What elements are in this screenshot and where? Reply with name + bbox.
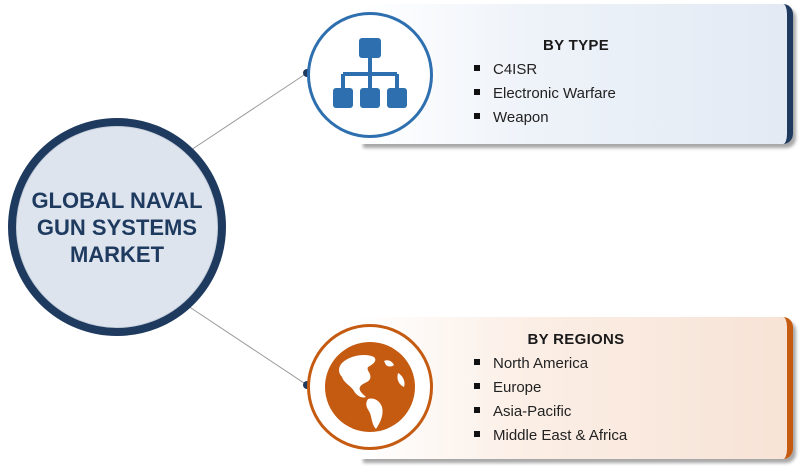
segment-list: C4ISR Electronic Warfare Weapon <box>474 58 616 130</box>
bullet-icon <box>474 407 480 414</box>
center-circle: GLOBAL NAVAL GUN SYSTEMS MARKET <box>8 118 226 336</box>
segment-list: North America Europe Asia-Pacific Middle… <box>474 352 627 448</box>
list-item-label: Electronic Warfare <box>493 85 616 102</box>
list-item-label: Middle East & Africa <box>493 427 628 444</box>
list-item-label: Weapon <box>493 109 549 126</box>
bullet-icon <box>474 359 480 366</box>
bullet-icon <box>474 65 480 72</box>
list-item-label: North America <box>493 355 589 372</box>
list-item-label: Asia-Pacific <box>493 403 572 420</box>
hierarchy-icon <box>333 38 407 108</box>
list-item: Asia-Pacific <box>474 400 627 424</box>
connector-region <box>187 305 308 386</box>
list-item-label: Europe <box>493 379 542 396</box>
globe-icon <box>325 342 415 432</box>
bullet-icon <box>474 113 480 120</box>
region-icon-circle <box>307 324 433 450</box>
list-item: Europe <box>474 376 627 400</box>
connector-type <box>187 72 308 153</box>
bullet-icon <box>474 383 480 390</box>
bullet-icon <box>474 431 480 438</box>
segment-heading: BY TYPE <box>542 37 610 54</box>
bullet-icon <box>474 89 480 96</box>
list-item: Weapon <box>474 106 616 130</box>
list-item: Middle East & Africa <box>474 424 627 448</box>
type-icon-circle <box>307 12 433 138</box>
segment-heading: BY REGIONS <box>527 331 625 348</box>
center-title: GLOBAL NAVAL GUN SYSTEMS MARKET <box>31 187 203 267</box>
list-item: North America <box>474 352 627 376</box>
list-item-label: C4ISR <box>493 61 538 78</box>
list-item: Electronic Warfare <box>474 82 616 106</box>
list-item: C4ISR <box>474 58 616 82</box>
